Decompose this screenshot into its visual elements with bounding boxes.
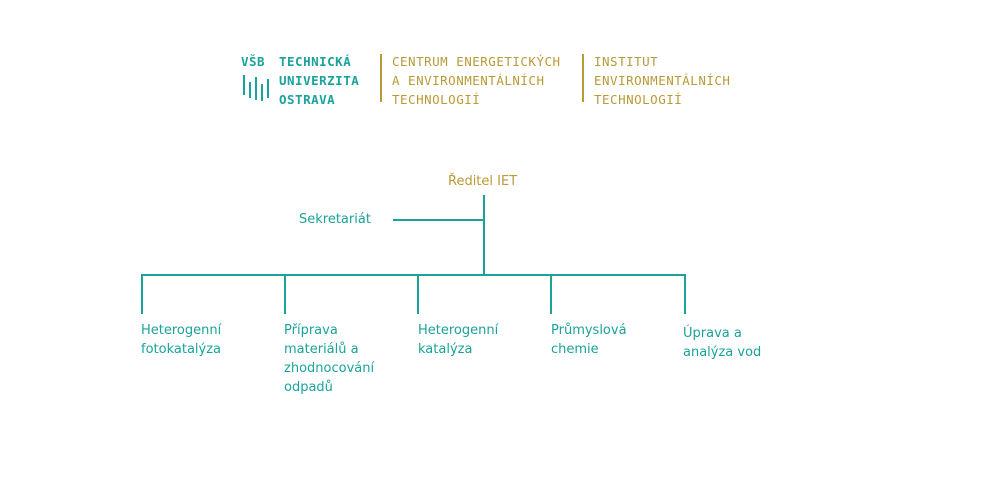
director-node: Ředitel IET <box>448 174 518 189</box>
header-divider-2 <box>582 54 584 102</box>
vsb-line-2: UNIVERZITA <box>279 73 360 88</box>
staff-connector-line <box>393 219 485 221</box>
department-drop-line <box>550 274 552 314</box>
vsb-line-1: TECHNICKÁ <box>279 54 352 69</box>
director-trunk-line <box>483 195 485 276</box>
vsb-abbr: VŠB <box>241 54 266 69</box>
department-drop-line <box>284 274 286 314</box>
institute-line-1: INSTITUT <box>594 54 659 69</box>
institute-line-3: TECHNOLOGIÍ <box>594 92 683 107</box>
centre-line-3: TECHNOLOGIÍ <box>392 92 481 107</box>
department-node: Průmyslová chemie <box>551 323 627 357</box>
institute-line-2: ENVIRONMENTÁLNÍCH <box>594 73 731 88</box>
centre-line-2: A ENVIRONMENTÁLNÍCH <box>392 73 545 88</box>
header-divider-1 <box>380 54 382 102</box>
department-node: Heterogenní fotokatalýza <box>141 323 222 357</box>
vsb-line-3: OSTRAVA <box>279 92 336 107</box>
centre-line-1: CENTRUM ENERGETICKÝCH <box>392 54 561 69</box>
department-node: Heterogenní katalýza <box>418 323 499 357</box>
department-node: Příprava materiálů a zhodnocování odpadů <box>284 323 375 395</box>
department-bus-line <box>141 274 686 276</box>
department-drop-line <box>141 274 143 314</box>
department-drop-line <box>684 274 686 314</box>
department-node: Úprava a analýza vod <box>683 326 762 360</box>
department-drop-line <box>417 274 419 314</box>
staff-node: Sekretariát <box>299 212 371 227</box>
